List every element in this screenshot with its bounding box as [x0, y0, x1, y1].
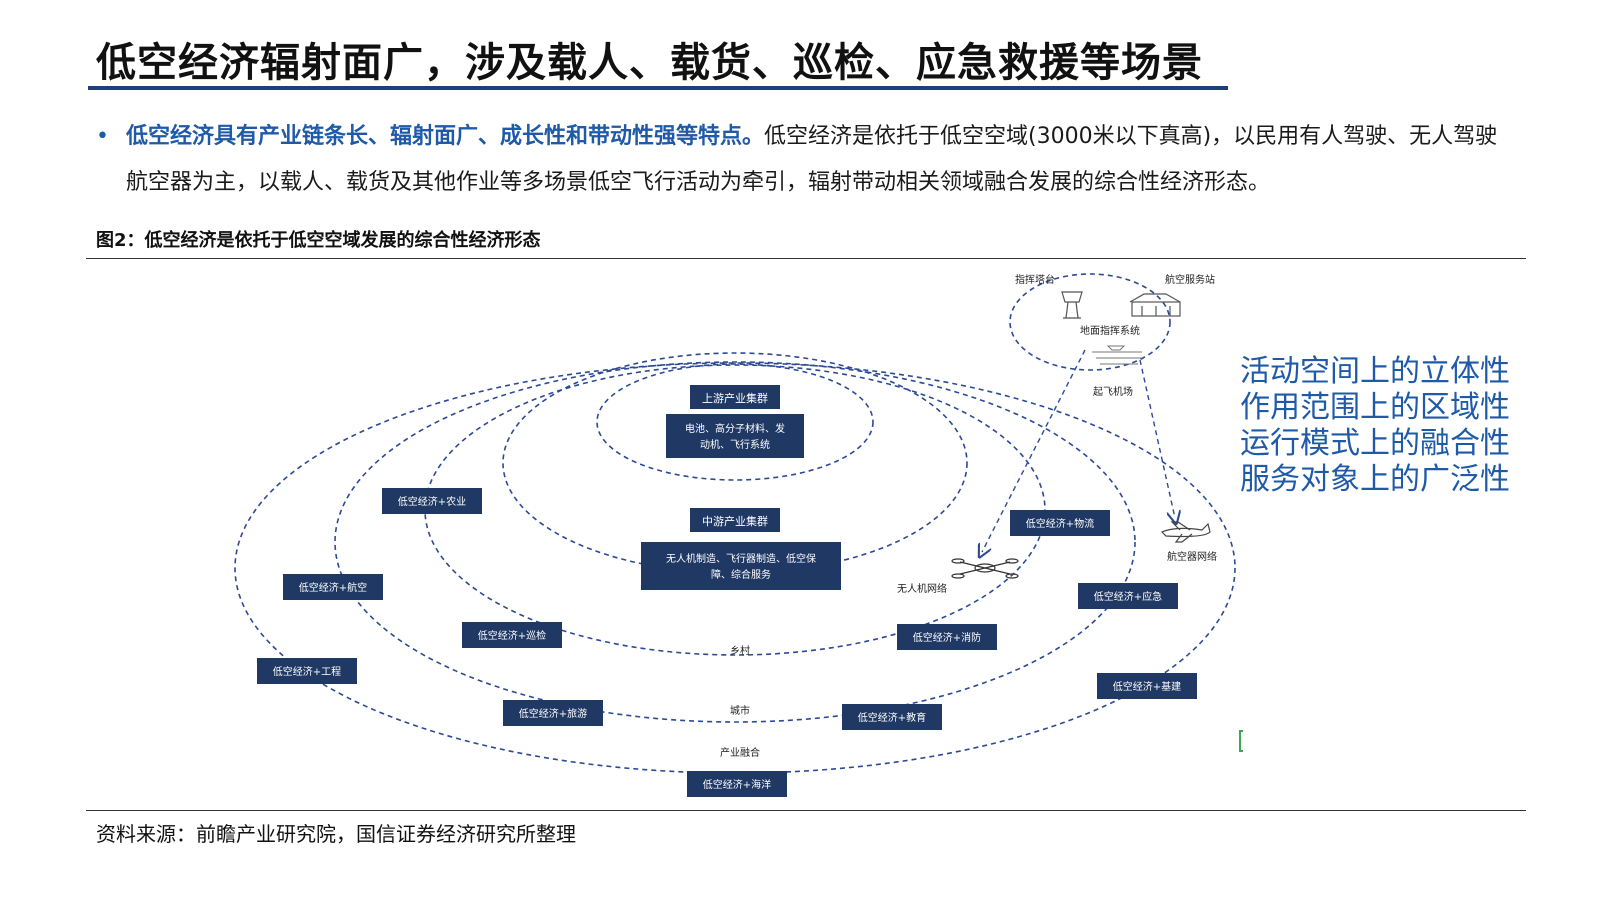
- bracket-mark: [1239, 730, 1243, 752]
- box-engineering-label: 低空经济+工程: [273, 665, 341, 678]
- ring-label-village: 乡村: [730, 644, 750, 657]
- drone-network-label: 无人机网络: [897, 582, 947, 595]
- ring-midstream: [502, 352, 968, 574]
- box-agri: [382, 488, 482, 514]
- box-logistics-label: 低空经济+物流: [1026, 517, 1094, 530]
- box-logistics: [1010, 510, 1110, 536]
- source-note: 资料来源：前瞻产业研究院，国信证券经济研究所整理: [96, 822, 576, 846]
- midstream-cluster-label: 中游产业集群: [702, 514, 768, 528]
- ground-tower-label: 指挥塔台: [1015, 273, 1055, 286]
- airport-icon: [1092, 345, 1142, 365]
- upstream-cluster-box: [690, 385, 780, 409]
- ring-ground-system: [1009, 273, 1171, 371]
- box-education-label: 低空经济+教育: [858, 711, 926, 724]
- title-underline: [88, 86, 1228, 90]
- drone-icon: [951, 558, 1019, 579]
- aircraft-network-label: 航空器网络: [1167, 550, 1217, 563]
- feature-item: 服务对象上的广泛性: [1240, 462, 1510, 497]
- ring-label-city: 城市: [730, 704, 750, 717]
- features-list: 活动空间上的立体性 作用范围上的区域性 运行模式上的融合性 服务对象上的广泛性: [1240, 354, 1510, 498]
- upstream-desc-box: [666, 414, 804, 458]
- ground-service-label: 航空服务站: [1165, 273, 1215, 286]
- box-infra: [1097, 673, 1197, 699]
- feature-item: 作用范围上的区域性: [1240, 390, 1510, 425]
- aircraft-icon: [1160, 521, 1211, 543]
- box-aviation: [283, 574, 383, 600]
- upstream-desc-line-1: 电池、高分子材料、发: [685, 422, 785, 435]
- box-ocean-label: 低空经济+海洋: [703, 778, 771, 791]
- ground-system-label: 地面指挥系统: [1080, 324, 1140, 337]
- midstream-desc-line-1: 无人机制造、飞行器制造、低空保: [666, 552, 816, 565]
- box-aviation-label: 低空经济+航空: [299, 581, 367, 594]
- bullet-paragraph: • 低空经济具有产业链条长、辐射面广、成长性和带动性强等特点。低空经济是依托于低…: [96, 114, 1516, 206]
- box-tourism: [503, 700, 603, 726]
- box-agri-label: 低空经济+农业: [398, 495, 466, 508]
- box-fire-label: 低空经济+消防: [913, 631, 981, 644]
- box-tourism-label: 低空经济+旅游: [519, 707, 587, 720]
- arrow-to-drone-network: [982, 349, 1086, 552]
- ring-upstream: [596, 363, 874, 481]
- box-emergency-label: 低空经济+应急: [1094, 590, 1162, 603]
- bullet-dot-icon: •: [96, 124, 109, 149]
- feature-item: 活动空间上的立体性: [1240, 354, 1510, 389]
- ring-label-fusion: 产业融合: [720, 746, 760, 759]
- feature-item: 运行模式上的融合性: [1240, 426, 1510, 461]
- figure-top-rule: [86, 258, 1526, 259]
- midstream-desc-line-2: 障、综合服务: [711, 568, 771, 581]
- bullet-body-text: 低空经济是依托于低空空域(3000米以下真高)，以民用有人驾驶、无人驾驶航空器为…: [126, 124, 1498, 195]
- control-tower-icon: [1061, 291, 1083, 319]
- bullet-text-block: 低空经济具有产业链条长、辐射面广、成长性和带动性强等特点。低空经济是依托于低空空…: [126, 114, 1516, 206]
- box-patrol-label: 低空经济+巡检: [478, 629, 546, 642]
- upstream-desc-line-2: 动机、飞行系统: [700, 438, 770, 451]
- midstream-desc-box: [641, 542, 841, 590]
- box-patrol: [462, 622, 562, 648]
- box-infra-label: 低空经济+基建: [1113, 680, 1181, 693]
- box-fire: [897, 624, 997, 650]
- upstream-cluster-label: 上游产业集群: [702, 391, 768, 405]
- application-boxes: 低空经济+农业 低空经济+航空 低空经济+巡检 低空经济+工程 低空经济+旅游 …: [257, 488, 1197, 797]
- figure-title: 图2：低空经济是依托于低空空域发展的综合性经济形态: [96, 230, 541, 251]
- arrow-to-aircraft-network: [1139, 359, 1175, 518]
- ground-airport-label: 起飞机场: [1093, 385, 1133, 398]
- bullet-strong-text: 低空经济具有产业链条长、辐射面广、成长性和带动性强等特点。: [126, 124, 765, 149]
- ring-city: [334, 361, 1136, 723]
- page-title: 低空经济辐射面广，涉及载人、载货、巡检、应急救援等场景: [96, 40, 1203, 86]
- box-education: [842, 704, 942, 730]
- box-emergency: [1078, 583, 1178, 609]
- midstream-cluster-box: [690, 508, 780, 532]
- figure-bottom-rule: [86, 810, 1526, 811]
- box-engineering: [257, 658, 357, 684]
- service-station-icon: [1129, 293, 1181, 317]
- box-ocean: [687, 771, 787, 797]
